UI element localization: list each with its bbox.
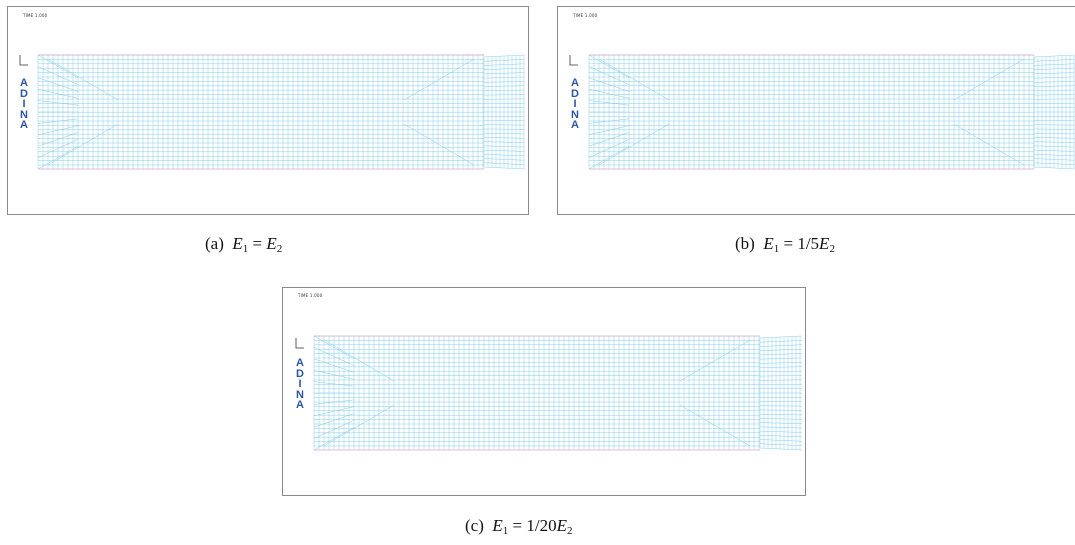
panel-a: TIME 1.000 A D I N A: [7, 6, 529, 215]
axis-triad-icon: [295, 338, 304, 349]
mesh-grid: [37, 54, 525, 170]
logo-letter: A: [296, 399, 304, 411]
time-label: TIME 1.000: [23, 13, 48, 18]
logo-letter: A: [20, 119, 28, 131]
mesh-plot-a: [37, 54, 525, 170]
logo-letter: D: [296, 367, 304, 380]
rhs-symbol: E: [266, 234, 277, 253]
caption-a: (a) E1 = E2: [205, 234, 282, 255]
logo-letter: I: [573, 98, 577, 110]
rhs-symbol: E: [819, 234, 830, 253]
time-label: TIME 1.000: [573, 13, 598, 18]
caption-b: (b) E1 = 1/5E2: [735, 234, 835, 255]
logo-letter: A: [296, 357, 304, 369]
relation: =: [783, 234, 794, 253]
lhs-subscript: 1: [502, 525, 509, 537]
logo-letter: N: [20, 108, 28, 121]
mesh-grid: [313, 335, 803, 451]
lhs-symbol: E: [763, 234, 774, 253]
panel-c: TIME 1.000 A D I N A: [282, 287, 806, 496]
mesh-outline: [38, 54, 484, 170]
lhs-symbol: E: [232, 234, 243, 253]
mesh-outline: [589, 54, 1034, 170]
caption-tag: (a): [205, 234, 224, 253]
axis-triad-icon: [569, 55, 578, 66]
relation: =: [252, 234, 263, 253]
logo-letter: A: [571, 77, 579, 89]
mesh-plot-b: [588, 54, 1075, 170]
logo-letter: N: [296, 388, 304, 401]
mesh-grid: [588, 54, 1075, 170]
adina-logo: A D I N A: [19, 78, 29, 131]
rhs-subscript: 2: [276, 243, 283, 255]
axis-triad-icon: [19, 55, 28, 66]
caption-tag: (c): [465, 516, 484, 535]
logo-letter: A: [20, 77, 28, 89]
mesh-outline: [314, 335, 760, 451]
logo-letter: I: [22, 98, 26, 110]
time-label: TIME 1.000: [298, 293, 323, 298]
coefficient: 1/5: [797, 234, 820, 253]
lhs-symbol: E: [492, 516, 503, 535]
logo-letter: N: [571, 108, 579, 121]
logo-letter: D: [571, 87, 579, 100]
caption-tag: (b): [735, 234, 755, 253]
adina-logo: A D I N A: [295, 358, 305, 411]
logo-letter: A: [571, 119, 579, 131]
rhs-symbol: E: [556, 516, 567, 535]
panel-b: TIME 1.000 A D I N A: [557, 6, 1075, 215]
logo-letter: D: [20, 87, 28, 100]
caption-c: (c) E1 = 1/20E2: [465, 516, 572, 537]
rhs-subscript: 2: [566, 525, 573, 537]
adina-logo: A D I N A: [570, 78, 580, 131]
rhs-subscript: 2: [829, 243, 835, 255]
coefficient: 1/20: [526, 516, 557, 535]
lhs-subscript: 1: [242, 243, 249, 255]
mesh-plot-c: [313, 335, 803, 451]
logo-letter: I: [298, 378, 302, 390]
relation: =: [512, 516, 523, 535]
lhs-subscript: 1: [773, 243, 780, 255]
